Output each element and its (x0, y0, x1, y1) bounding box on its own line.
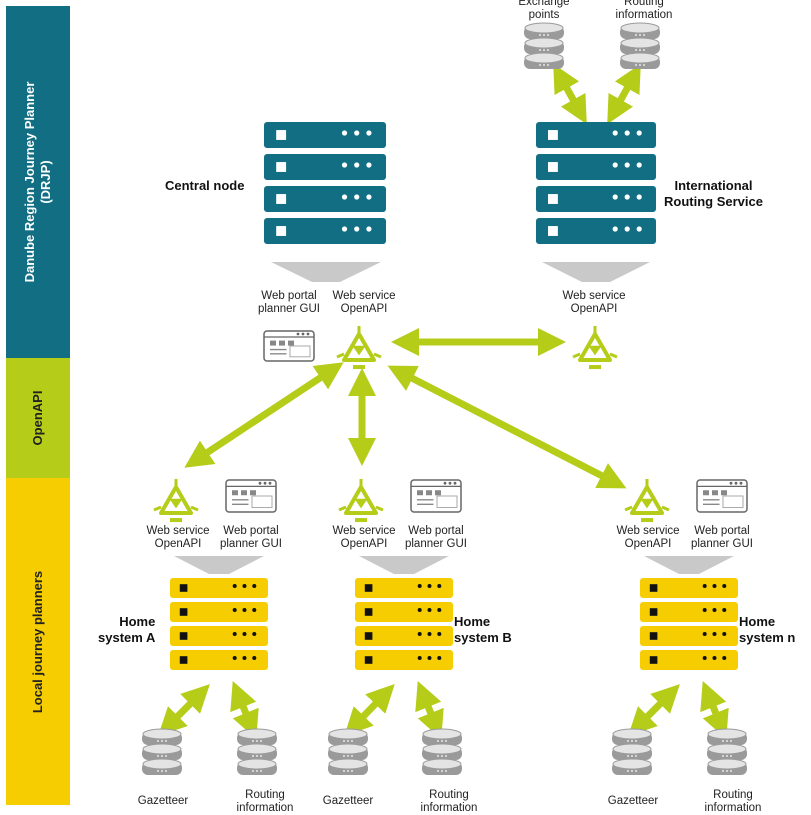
home-n-routing-db-icon (707, 728, 747, 775)
home-n-server-icon (640, 578, 738, 670)
central-to-home-a-arrow (184, 362, 344, 468)
band-drjp: Danube Region Journey Planner(DRJP) (6, 6, 70, 358)
routing-information-arrow (607, 63, 641, 125)
home-b-web-portal-icon (410, 479, 462, 513)
home-n-routing-arrow (700, 681, 729, 739)
central-to-home-n-arrow (387, 365, 627, 489)
home-b-server-icon (355, 578, 453, 670)
central-node-server-icon (264, 122, 386, 244)
home-b-openapi-icon (338, 478, 384, 523)
central-openapi-icon (336, 325, 382, 370)
home-n-gazetteer-db-icon (612, 728, 652, 775)
home-b-gazetteer-db-icon (328, 728, 368, 775)
home-n-gazetteer-arrow (628, 684, 680, 736)
home-b-funnel (359, 556, 449, 574)
home-a-routing-db-icon (237, 728, 277, 775)
home-n-funnel (644, 556, 734, 574)
routing-funnel (542, 262, 650, 282)
home-n-web-portal-icon (696, 479, 748, 513)
central-web-portal-icon (263, 330, 315, 362)
home-a-funnel (174, 556, 264, 574)
home-b-gazetteer-arrow (344, 683, 395, 737)
home-a-server-icon (170, 578, 268, 670)
routing-information-top-db-icon (620, 22, 660, 69)
home-a-gazetteer-label: Gazetteer (137, 795, 189, 807)
central-funnel (271, 262, 381, 282)
routing-service-server-icon (536, 122, 656, 244)
exchange-points-db-icon (524, 22, 564, 69)
home-a-gazetteer-db-icon (142, 728, 182, 775)
routing-openapi-icon (572, 325, 618, 370)
home-a-web-portal-icon (225, 479, 277, 513)
home-a-gazetteer-arrow (158, 684, 210, 736)
home-b-gazetteer-label: Gazetteer (322, 795, 374, 807)
home-b-routing-db-icon (422, 728, 462, 775)
home-b-routing-arrow (415, 681, 444, 739)
band-openapi: OpenAPI (6, 358, 70, 478)
exchange-points-arrow (553, 63, 587, 125)
home-a-openapi-icon (153, 478, 199, 523)
central-node-title: Central node (165, 178, 245, 193)
band-local: Local journey planners (6, 478, 70, 805)
home-n-gazetteer-label: Gazetteer (607, 795, 659, 807)
home-n-openapi-icon (624, 478, 670, 523)
home-a-routing-arrow (230, 681, 259, 739)
